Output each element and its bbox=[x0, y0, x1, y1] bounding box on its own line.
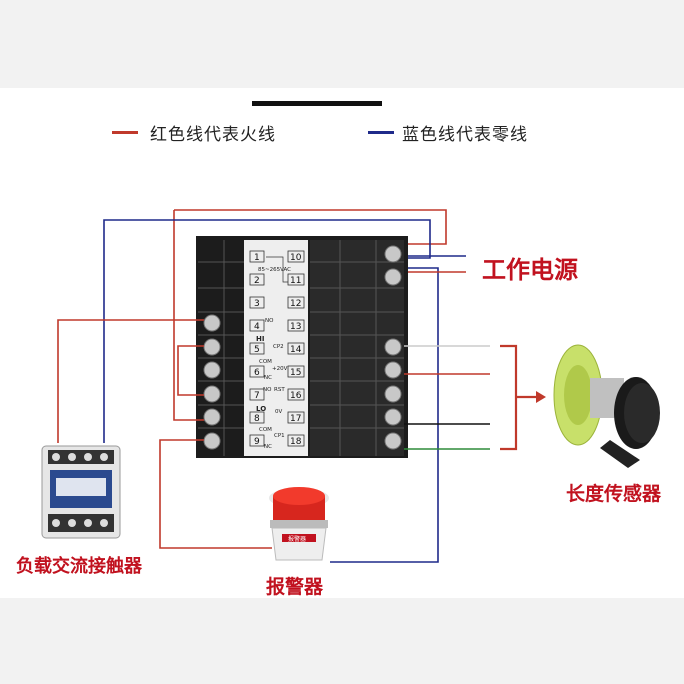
hot-wire-contactor bbox=[57, 319, 204, 443]
hot-wire-alarm bbox=[159, 439, 272, 549]
length-sensor bbox=[553, 344, 660, 468]
terminal-12: 12 bbox=[290, 299, 301, 309]
nc1-label: NC bbox=[264, 375, 272, 381]
hot-wire-top-loop bbox=[174, 209, 447, 245]
rst-label: RST bbox=[274, 387, 285, 393]
right-screw-terminals bbox=[384, 245, 402, 450]
legend-blue-label: 蓝色线代表零线 bbox=[402, 125, 528, 145]
header-divider bbox=[252, 101, 382, 106]
legend-blue-swatch bbox=[368, 131, 394, 134]
sensor-bracket bbox=[500, 344, 546, 451]
terminal-8: 8 bbox=[254, 414, 260, 424]
terminal-7: 7 bbox=[254, 391, 260, 401]
nc2-label: NC bbox=[264, 444, 272, 450]
alarm-plate-label: 报警器 bbox=[288, 535, 306, 543]
lo-label: LO bbox=[256, 405, 266, 413]
terminal-18: 18 bbox=[290, 437, 302, 447]
terminal-3: 3 bbox=[254, 299, 260, 309]
terminal-10: 10 bbox=[290, 253, 302, 263]
terminal-6: 6 bbox=[254, 368, 260, 378]
length-sensor-label: 长度传感器 bbox=[566, 483, 662, 505]
hot-wire-relay-bridge bbox=[177, 345, 204, 396]
nor-label: NO bbox=[263, 387, 272, 393]
hi-label: HI bbox=[256, 335, 264, 343]
power-supply-label: 工作电源 bbox=[482, 255, 578, 284]
com2-label: COM bbox=[259, 427, 272, 433]
terminal-labels: 1 2 3 4 5 6 7 8 9 10 11 12 13 14 15 16 1… bbox=[249, 250, 305, 447]
legend-red-label: 红色线代表火线 bbox=[150, 125, 276, 145]
left-screw-terminals bbox=[203, 314, 221, 450]
no-label: NO bbox=[265, 318, 274, 324]
neutral-wire-top bbox=[103, 219, 431, 443]
terminal-4: 4 bbox=[254, 322, 260, 332]
terminal-5: 5 bbox=[254, 345, 260, 355]
terminal-17: 17 bbox=[290, 414, 301, 424]
plus20v-label: +20V bbox=[272, 366, 288, 372]
com1-label: COM bbox=[259, 359, 272, 365]
terminal-9: 9 bbox=[254, 437, 260, 447]
cp2-label: CP2 bbox=[273, 344, 284, 350]
supply-voltage-label: 85~265VAC bbox=[258, 267, 291, 273]
terminal-11: 11 bbox=[290, 276, 301, 286]
terminal-13: 13 bbox=[290, 322, 301, 332]
alarm-label: 报警器 bbox=[266, 576, 324, 598]
alarm-beacon: 报警器 bbox=[269, 487, 329, 561]
terminal-2: 2 bbox=[254, 276, 260, 286]
terminal-16: 16 bbox=[290, 391, 302, 401]
ov-label: 0V bbox=[275, 409, 282, 415]
terminal-15: 15 bbox=[290, 368, 301, 378]
hot-wire-left-drop bbox=[173, 210, 204, 421]
legend-red-swatch bbox=[112, 131, 138, 134]
contactor-label: 负载交流接触器 bbox=[16, 556, 142, 577]
controller-unit bbox=[196, 236, 408, 458]
neutral-wire-right bbox=[330, 267, 439, 563]
ac-contactor bbox=[41, 445, 121, 539]
terminal-annotations: 85~265VAC NO HI CP2 COM +20V NC NO RST L… bbox=[256, 256, 291, 450]
wires bbox=[57, 209, 490, 563]
terminal-1: 1 bbox=[254, 253, 260, 263]
cp1-label: CP1 bbox=[274, 433, 285, 439]
terminal-14: 14 bbox=[290, 345, 302, 355]
